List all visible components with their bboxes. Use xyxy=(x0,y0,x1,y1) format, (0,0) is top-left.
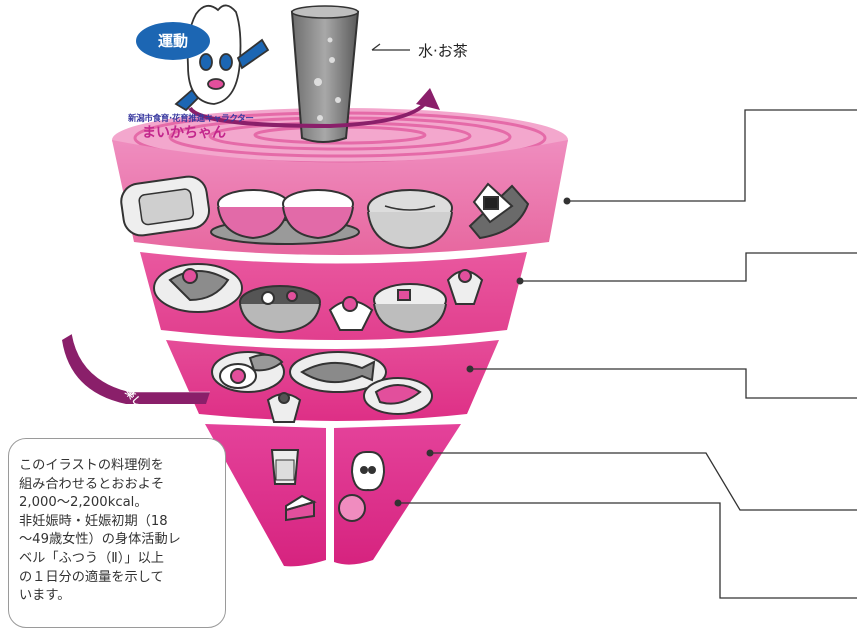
calorie-note-box: このイラストの料理例を 組み合わせるとおおよそ 2,000～2,200kcal。… xyxy=(8,438,226,628)
water-leader-line xyxy=(371,43,410,51)
note-line: 2,000～2,200kcal。 xyxy=(19,495,148,511)
exercise-badge: 運動 xyxy=(136,22,210,60)
water-tea-label: 水·お茶 xyxy=(418,42,468,60)
note-line: の１日分の適量を示して xyxy=(19,569,164,585)
milk-products-illustration xyxy=(270,449,317,522)
note-line: 非妊娠時・妊娠初期（18 xyxy=(19,513,168,529)
mascot-organization: 新潟市食育·花育推進キャラクター xyxy=(128,114,254,124)
water-glass-icon xyxy=(290,5,360,143)
fruits-illustration xyxy=(338,451,386,522)
note-line: 組み合わせるとおおよそ xyxy=(19,476,165,492)
main-dishes-illustration xyxy=(211,351,433,423)
leader-dots xyxy=(394,197,571,507)
spin-arrow-head xyxy=(416,88,440,110)
mascot-name: まいかちゃん xyxy=(142,125,226,141)
note-line: このイラストの料理例を xyxy=(19,458,164,473)
spin-arrow xyxy=(188,97,430,129)
leader-lines xyxy=(398,109,857,599)
grain-foods-illustration xyxy=(120,175,530,250)
note-line: ～49歳女性）の身体活動レ xyxy=(19,532,181,548)
note-line: います。 xyxy=(19,588,71,604)
snacks-ribbon xyxy=(62,333,210,404)
vegetable-dishes-illustration xyxy=(153,263,484,334)
note-line: ベル「ふつう（Ⅱ）」以上 xyxy=(19,550,164,566)
